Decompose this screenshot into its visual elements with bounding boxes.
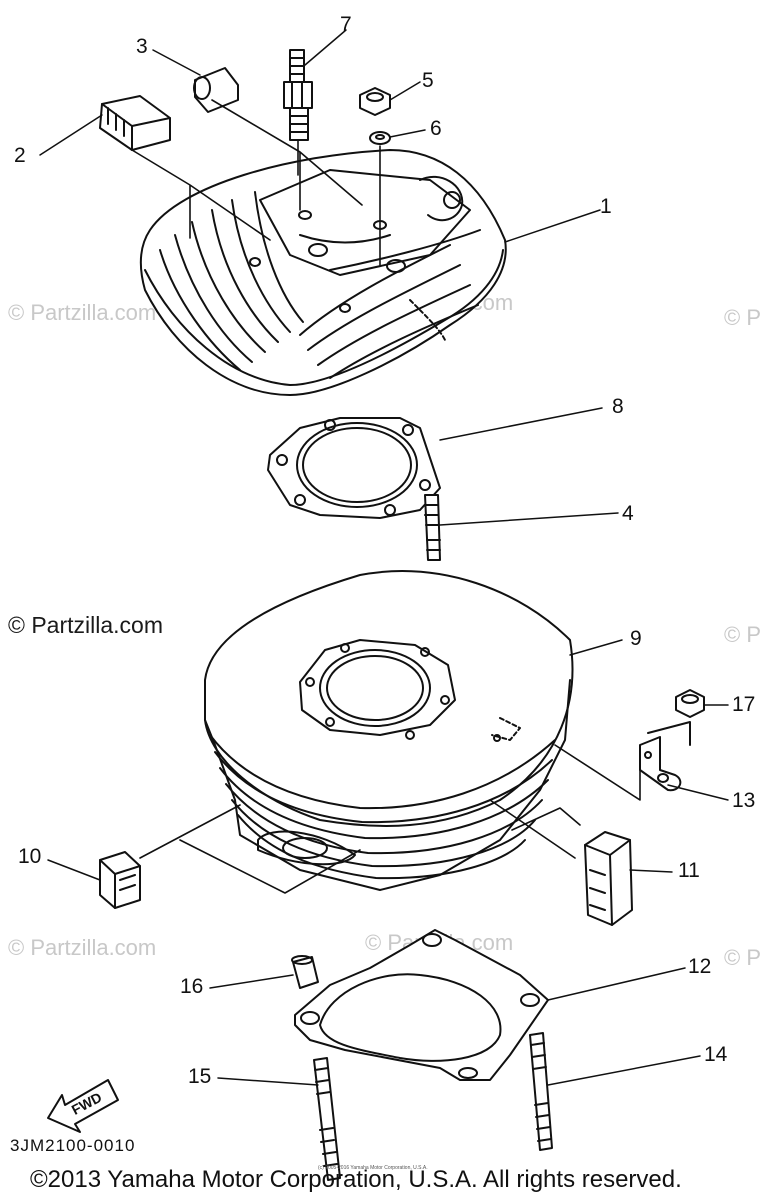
catalog-code: 3JM2100-0010 bbox=[10, 1136, 136, 1155]
cylinder-head bbox=[139, 149, 507, 396]
bracket-part-13 bbox=[639, 721, 691, 792]
dowel-part-16 bbox=[291, 955, 319, 989]
nut-part-5 bbox=[359, 87, 391, 116]
callout-4: 4 bbox=[622, 502, 634, 525]
spark-plug-part-7 bbox=[283, 49, 313, 141]
stud-part-14 bbox=[529, 1032, 553, 1151]
callout-13: 13 bbox=[732, 789, 756, 812]
copyright-text: ©2013 Yamaha Motor Corporation, U.S.A. A… bbox=[30, 1166, 682, 1193]
damper-part-10 bbox=[99, 851, 141, 909]
leader-lines bbox=[39, 29, 729, 1086]
callout-1: 1 bbox=[600, 195, 612, 218]
fwd-arrow: FWD bbox=[47, 1079, 119, 1133]
stud-part-4 bbox=[424, 494, 441, 561]
cylinder-part-9 bbox=[204, 570, 574, 891]
watermark-edge-1: © P bbox=[724, 305, 761, 330]
damper-part-11 bbox=[584, 831, 633, 926]
callout-3: 3 bbox=[136, 35, 148, 58]
cylinder-guide-lines bbox=[139, 744, 641, 894]
callout-6: 6 bbox=[430, 117, 442, 140]
callout-14: 14 bbox=[704, 1043, 728, 1066]
nut-part-17 bbox=[675, 689, 705, 718]
callout-16: 16 bbox=[180, 975, 204, 998]
callout-9: 9 bbox=[630, 627, 642, 650]
callout-10: 10 bbox=[18, 845, 42, 868]
washer-part-6 bbox=[369, 131, 391, 145]
callout-7: 7 bbox=[340, 13, 352, 36]
callout-15: 15 bbox=[188, 1065, 212, 1088]
watermark-5: © Partzilla.com bbox=[8, 935, 157, 960]
collar-part-3 bbox=[193, 67, 239, 113]
watermark-3: © Partzilla.com bbox=[8, 612, 163, 638]
callout-5: 5 bbox=[422, 69, 434, 92]
damper-part-2 bbox=[99, 95, 171, 151]
stud-part-15 bbox=[313, 1057, 341, 1181]
watermark-1: © Partzilla.com bbox=[8, 300, 157, 325]
head-gasket-part-8 bbox=[267, 417, 441, 519]
base-gasket-part-12 bbox=[294, 929, 549, 1081]
small-copyright: (c) 2005-2016 Yamaha Motor Corporation, … bbox=[318, 1165, 428, 1171]
callout-2: 2 bbox=[14, 144, 26, 167]
watermark-edge-3: © P bbox=[724, 945, 761, 970]
callout-11: 11 bbox=[678, 859, 700, 882]
callout-12: 12 bbox=[688, 955, 712, 978]
callout-8: 8 bbox=[612, 395, 624, 418]
watermark-edge-2: © P bbox=[724, 622, 761, 647]
head-guide-lines bbox=[131, 99, 381, 266]
callout-17: 17 bbox=[732, 693, 756, 716]
